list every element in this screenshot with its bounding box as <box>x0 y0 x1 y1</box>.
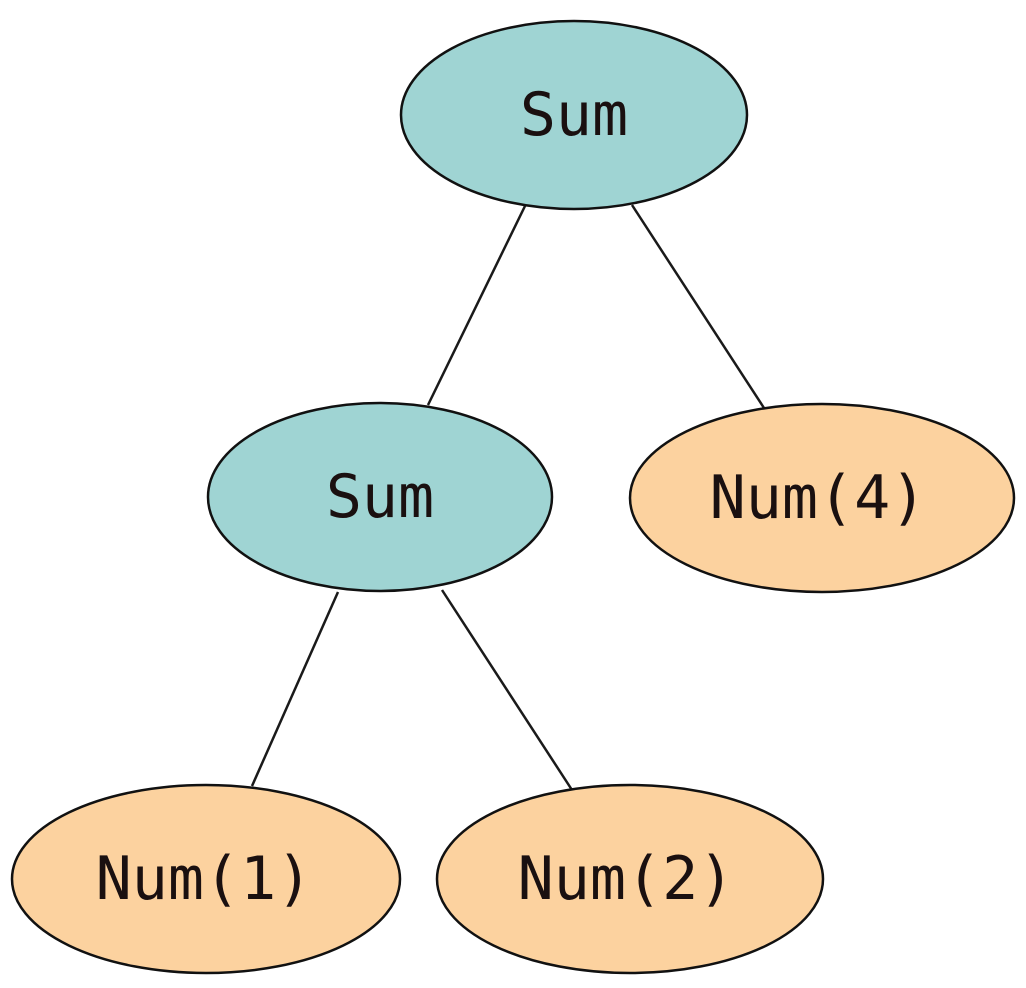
node-left-sum-label: Sum <box>326 462 434 532</box>
node-num2-shape <box>435 783 825 975</box>
edge-sum-left-to-num2 <box>440 589 574 791</box>
node-root-sum-label: Sum <box>520 80 628 150</box>
nodes-layer: Sum Sum Num(4) Num(1) Num(2) <box>10 19 1016 975</box>
node-root-sum-shape <box>399 19 749 211</box>
node-num2: Num(2) <box>435 783 825 975</box>
node-num1-label: Num(1) <box>96 844 313 914</box>
node-num2-label: Num(2) <box>518 844 735 914</box>
edge-root-to-num4 <box>630 204 766 409</box>
node-left-sum-shape <box>206 401 554 593</box>
node-root-sum: Sum <box>399 19 749 211</box>
edge-sum-left-to-num1 <box>250 591 340 787</box>
node-num4-shape <box>628 402 1016 594</box>
edges-layer <box>250 204 766 791</box>
node-num4: Num(4) <box>628 402 1016 594</box>
node-num1-shape <box>10 783 402 975</box>
node-num1: Num(1) <box>10 783 402 975</box>
node-num4-label: Num(4) <box>710 463 927 533</box>
edge-root-to-sum-left <box>426 205 527 406</box>
node-left-sum: Sum <box>206 401 554 593</box>
